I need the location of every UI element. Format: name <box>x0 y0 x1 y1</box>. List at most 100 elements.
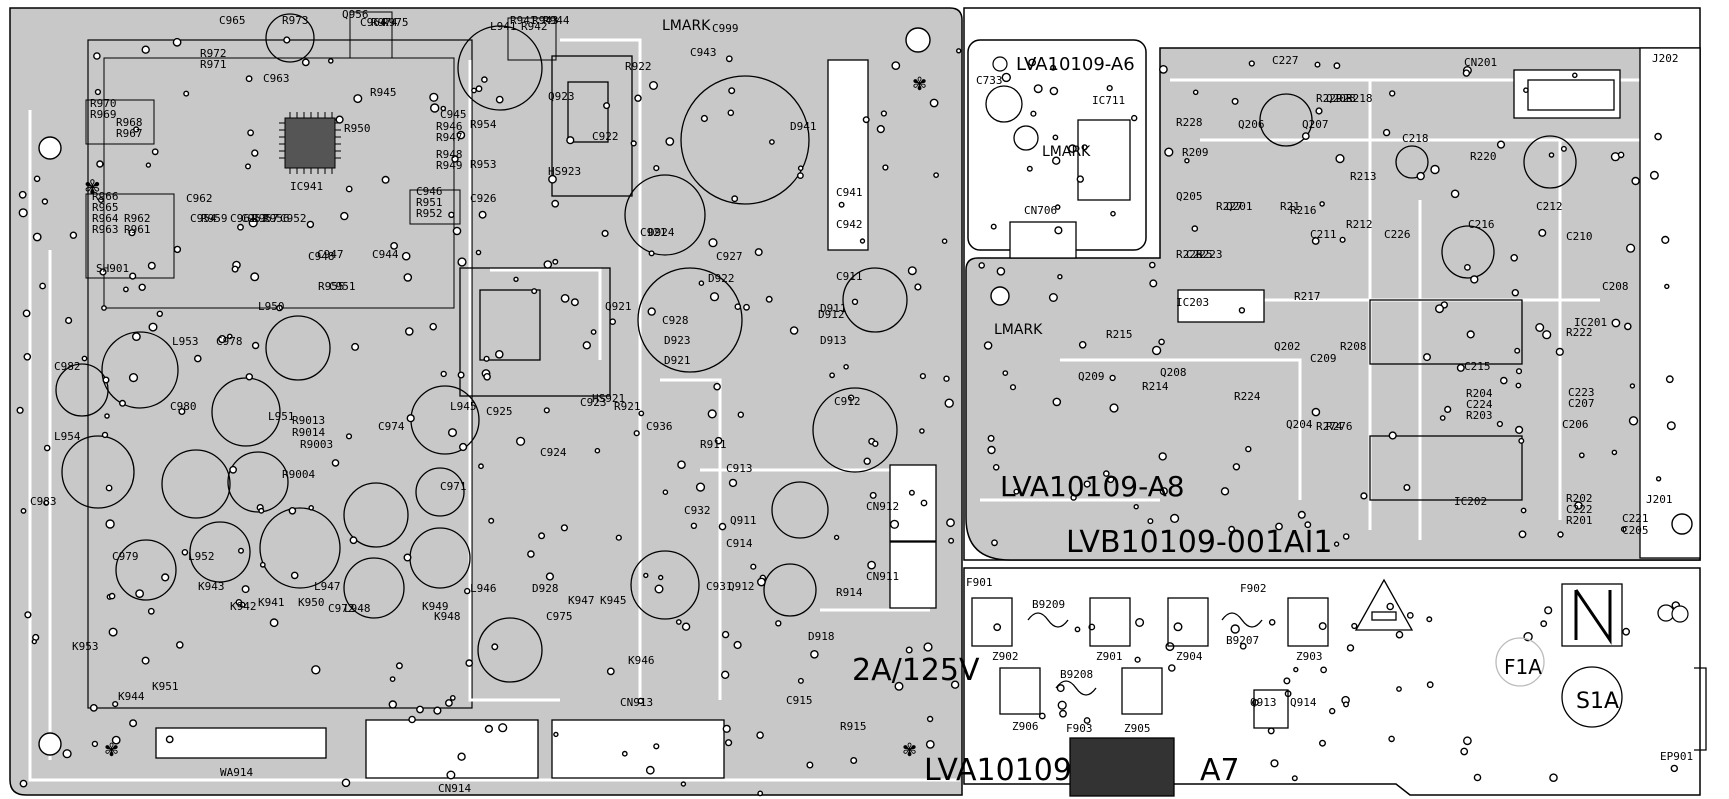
solder-pad <box>756 731 764 740</box>
solder-pad <box>1670 764 1679 773</box>
solder-pad <box>108 627 118 637</box>
solder-pad <box>1164 147 1174 157</box>
component-label: R216 <box>1290 204 1317 217</box>
solder-pad <box>662 489 669 496</box>
solder-pad <box>105 519 115 529</box>
component-label: Q914 <box>1290 696 1317 709</box>
solder-pad <box>1574 501 1583 510</box>
heatsinks <box>155 47 1701 779</box>
gear-icon-4: ✾ <box>902 740 917 761</box>
solder-pad <box>495 95 504 104</box>
mount-hole-2 <box>38 732 62 756</box>
solder-pad <box>41 198 49 205</box>
component-label: C980 <box>170 400 197 413</box>
component-label: K945 <box>600 594 627 607</box>
solder-pad <box>1666 421 1676 431</box>
solder-pad <box>698 280 705 287</box>
solder-pad <box>709 292 720 302</box>
mount-hole-7 <box>1671 605 1689 623</box>
solder-pad <box>381 175 390 184</box>
component-label: R228 <box>1176 116 1203 129</box>
solder-pad <box>1315 107 1323 115</box>
component-label: R21 <box>1280 200 1300 213</box>
solder-pad <box>429 322 438 331</box>
component-label: R957 <box>252 212 279 225</box>
solder-pad <box>876 125 885 134</box>
solder-pad <box>919 428 925 434</box>
solder-pad <box>237 547 244 554</box>
solder-pad <box>96 160 104 168</box>
brand-mark-top: LMARK <box>662 18 711 34</box>
solder-pad <box>880 110 888 117</box>
solder-pad <box>797 165 804 171</box>
solder-pad <box>64 316 73 325</box>
solder-pad <box>341 778 351 788</box>
solder-pad <box>1406 612 1414 619</box>
component-label: D941 <box>790 120 817 133</box>
solder-pad <box>245 75 253 83</box>
component-label: R942 <box>521 20 548 33</box>
solder-pad <box>1158 452 1167 461</box>
solder-pad <box>1076 175 1085 183</box>
component-label: L947 <box>314 580 341 593</box>
solder-pad <box>718 522 727 531</box>
component-label: R276 <box>1326 420 1353 433</box>
solder-pad <box>1184 157 1190 164</box>
solder-pad <box>728 478 738 488</box>
solder-pad <box>69 231 78 239</box>
component-label: D912 <box>818 308 845 321</box>
brand-mark-a6: LMARK <box>1042 144 1091 160</box>
solder-pad <box>637 697 644 705</box>
solder-pad <box>301 58 310 67</box>
solder-pad <box>862 116 870 124</box>
component-label: D913 <box>820 334 847 347</box>
solder-pad <box>948 537 955 544</box>
solder-pad <box>128 229 136 237</box>
component-label: C962 <box>186 192 213 205</box>
solder-pad <box>743 303 750 311</box>
solder-pad <box>797 677 804 684</box>
component-label: C963 <box>263 72 290 85</box>
solder-pad <box>1548 152 1555 158</box>
solder-pad <box>905 646 913 654</box>
component-label: Q207 <box>1302 118 1329 131</box>
solder-pad <box>1542 330 1552 340</box>
component-label: C926 <box>470 192 497 205</box>
component-label: C915 <box>786 694 813 707</box>
solder-pad <box>1351 622 1358 630</box>
solder-pad <box>996 266 1006 276</box>
large-components <box>55 13 1577 683</box>
solder-pad <box>247 129 255 137</box>
power-components <box>971 578 1707 797</box>
component-label: Z904 <box>1176 650 1203 663</box>
component-label: L945 <box>450 400 477 413</box>
solder-pad <box>993 623 1002 632</box>
component-label: CN913 <box>620 696 653 709</box>
solder-pad <box>237 223 244 231</box>
solder-pad <box>1318 622 1327 631</box>
component-label: R961 <box>124 223 151 236</box>
component-label: R946 <box>436 120 463 133</box>
component-label: HS921 <box>592 392 625 405</box>
solder-pad <box>1518 437 1525 444</box>
solder-pad <box>987 445 996 455</box>
component-label: R953 <box>470 158 497 171</box>
solder-pad <box>992 463 1000 471</box>
solder-pad <box>1515 382 1522 389</box>
component-label: C222 <box>1566 503 1593 516</box>
solder-pad <box>548 174 557 184</box>
sh901-shield <box>87 39 473 709</box>
component-label: C216 <box>1468 218 1495 231</box>
solder-pad <box>251 149 259 157</box>
component-label: IC201 <box>1574 316 1607 329</box>
solder-pad <box>498 723 508 733</box>
component-label: L953 <box>172 335 199 348</box>
component-label: C913 <box>726 462 753 475</box>
solder-pad <box>765 295 773 303</box>
solder-pad <box>1051 156 1061 165</box>
solder-pad <box>18 190 27 199</box>
ic941-pins <box>279 112 341 174</box>
solder-pad <box>129 272 137 280</box>
solder-pad <box>594 447 601 454</box>
solder-pad <box>451 155 459 163</box>
